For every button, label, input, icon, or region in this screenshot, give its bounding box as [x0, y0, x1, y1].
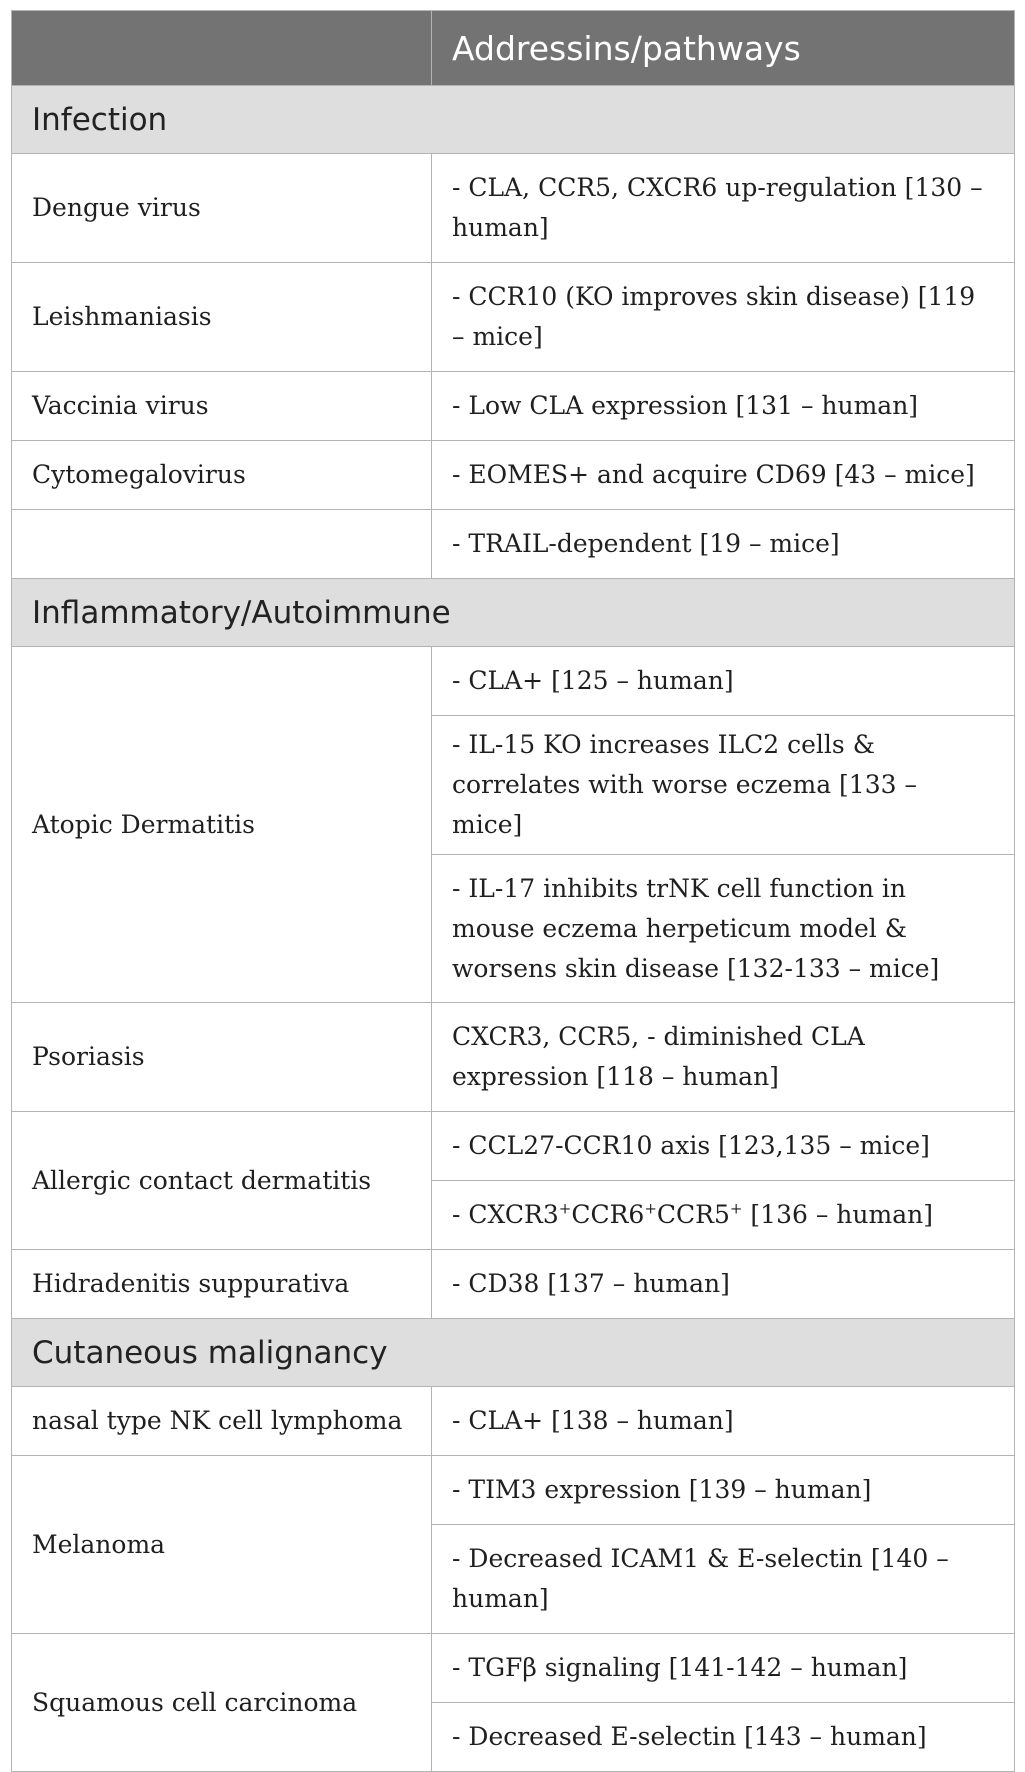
table-row: - IL-15 KO increases ILC2 cells & correl… — [12, 715, 1015, 855]
condition-cell: Dengue virus — [11, 153, 432, 263]
superscript: + — [644, 1199, 657, 1218]
table-row: - Decreased ICAM1 & E-selectin [140 – hu… — [12, 1524, 1015, 1634]
table-row: Cytomegalovirus - EOMES+ and acquire CD6… — [11, 440, 1015, 510]
pathway-cell: - CLA+ [138 – human] — [431, 1386, 1015, 1456]
pathway-text: CCR6 — [571, 1200, 645, 1229]
section-row-infection: Infection — [11, 85, 1015, 154]
pathway-cell: - IL-17 inhibits trNK cell function in m… — [431, 854, 1015, 1003]
section-label: Cutaneous malignancy — [11, 1318, 1015, 1387]
table-row: - CXCR3+CCR6+CCR5+ [136 – human] — [12, 1180, 1015, 1250]
pathway-cell: - EOMES+ and acquire CD69 [43 – mice] — [431, 440, 1015, 510]
addressins-table: Addressins/pathways Infection Dengue vir… — [11, 10, 1015, 1772]
table-row: Melanoma - TIM3 expression [139 – human] — [11, 1455, 1015, 1634]
pathway-cell: CXCR3, CCR5, - diminished CLA expression… — [431, 1002, 1015, 1112]
table-row: - TRAIL-dependent [19 – mice] — [11, 509, 1015, 579]
table-row: - Decreased E-selectin [143 – human] — [12, 1702, 1015, 1772]
section-label: Inflammatory/Autoimmune — [11, 578, 1015, 647]
pathway-cell: - CCL27-CCR10 axis [123,135 – mice] — [431, 1111, 1015, 1181]
header-pathways-cell: Addressins/pathways — [431, 10, 1015, 86]
condition-cell: Vaccinia virus — [11, 371, 432, 441]
table-row: Allergic contact dermatitis - CCL27-CCR1… — [11, 1111, 1015, 1250]
header-condition-cell — [11, 10, 432, 86]
table-row: nasal type NK cell lymphoma - CLA+ [138 … — [11, 1386, 1015, 1456]
condition-cell: nasal type NK cell lymphoma — [11, 1386, 432, 1456]
section-row-malignancy: Cutaneous malignancy — [11, 1318, 1015, 1387]
pathway-cell: - TRAIL-dependent [19 – mice] — [431, 509, 1015, 579]
condition-cell: Squamous cell carcinoma — [11, 1633, 432, 1772]
pathway-cell: - CLA, CCR5, CXCR6 up-regulation [130 – … — [431, 153, 1015, 263]
condition-cell: Allergic contact dermatitis — [11, 1111, 432, 1250]
table-row: - IL-17 inhibits trNK cell function in m… — [12, 854, 1015, 1003]
pathway-cell: - Decreased E-selectin [143 – human] — [431, 1702, 1015, 1772]
condition-cell: Leishmaniasis — [11, 262, 432, 372]
superscript: + — [729, 1199, 743, 1218]
table-row: Squamous cell carcinoma - TGFβ signaling… — [11, 1633, 1015, 1772]
pathway-cell: - TIM3 expression [139 – human] — [431, 1455, 1015, 1525]
superscript: + — [558, 1199, 572, 1218]
condition-cell: Cytomegalovirus — [11, 440, 432, 510]
pathway-cell: - CLA+ [125 – human] — [431, 646, 1015, 716]
section-label: Infection — [11, 85, 1015, 154]
pathway-text: - CXCR3 — [452, 1200, 559, 1229]
table-row: Leishmaniasis - CCR10 (KO improves skin … — [11, 262, 1015, 372]
table-row: Dengue virus - CLA, CCR5, CXCR6 up-regul… — [11, 153, 1015, 263]
table-header-row: Addressins/pathways — [11, 10, 1015, 86]
pathway-cell: - Decreased ICAM1 & E-selectin [140 – hu… — [431, 1524, 1015, 1634]
table-row: Atopic Dermatitis - CLA+ [125 – human] — [11, 646, 1015, 1003]
pathway-cell: - CD38 [137 – human] — [431, 1249, 1015, 1319]
condition-cell: Melanoma — [11, 1455, 432, 1634]
condition-cell — [11, 509, 432, 579]
pathway-cell: - IL-15 KO increases ILC2 cells & correl… — [431, 715, 1015, 855]
pathway-cell: - Low CLA expression [131 – human] — [431, 371, 1015, 441]
condition-cell: Psoriasis — [11, 1002, 432, 1112]
pathway-text: CCR5 — [656, 1200, 730, 1229]
section-row-inflammatory: Inflammatory/Autoimmune — [11, 578, 1015, 647]
table-row: Hidradenitis suppurativa - CD38 [137 – h… — [11, 1249, 1015, 1319]
condition-cell: Hidradenitis suppurativa — [11, 1249, 432, 1319]
pathway-cell: - TGFβ signaling [141-142 – human] — [431, 1633, 1015, 1703]
condition-cell: Atopic Dermatitis — [11, 646, 432, 1003]
table-row: Vaccinia virus - Low CLA expression [131… — [11, 371, 1015, 441]
pathway-cell: - CXCR3+CCR6+CCR5+ [136 – human] — [431, 1180, 1015, 1250]
pathway-text: [136 – human] — [742, 1200, 933, 1229]
pathway-cell: - CCR10 (KO improves skin disease) [119 … — [431, 262, 1015, 372]
table-row: Psoriasis CXCR3, CCR5, - diminished CLA … — [11, 1002, 1015, 1112]
